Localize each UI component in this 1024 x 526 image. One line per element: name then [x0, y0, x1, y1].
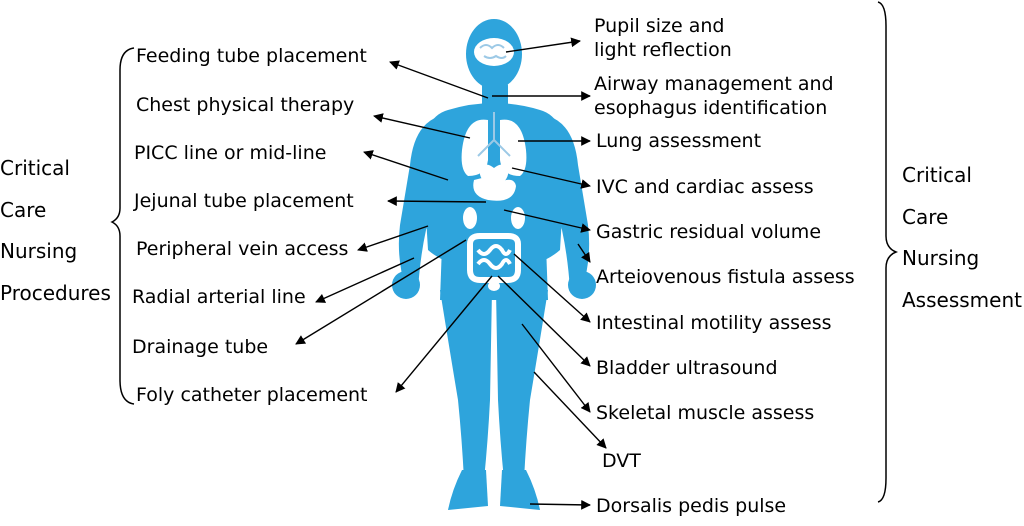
intestines-icon [467, 233, 521, 283]
right-group-title: Critical Care Nursing Assessment [902, 155, 1022, 321]
procedure-label: Chest physical therapy [136, 94, 355, 116]
left-group-line: Care [0, 197, 47, 222]
stomach-icon [473, 178, 516, 201]
procedure-label: Radial arterial line [132, 286, 306, 308]
lungs-icon [461, 112, 527, 176]
assessment-label: Dorsalis pedis pulse [596, 495, 787, 517]
left-group-line: Critical [0, 156, 70, 180]
left-group-line: Nursing [0, 239, 78, 263]
right-group-line: Nursing [902, 246, 980, 270]
right-group-line: Assessment [902, 287, 1022, 312]
procedure-label: Foly catheter placement [136, 384, 368, 406]
assessment-label: Airway management and esophagus identifi… [594, 73, 834, 119]
assessment-label: Arteiovenous fistula assess [596, 266, 855, 288]
assessment-label: Skeletal muscle assess [596, 402, 815, 424]
right-brace [877, 1, 899, 503]
procedure-label: Peripheral vein access [136, 238, 349, 260]
left-brace [110, 47, 135, 405]
assessment-label: Bladder ultrasound [596, 357, 778, 379]
procedure-label: Jejunal tube placement [134, 190, 354, 212]
assessment-label: DVT [602, 450, 641, 472]
left-group-line: Procedures [0, 280, 111, 305]
assessment-label: Lung assessment [596, 130, 762, 152]
brain-icon [474, 38, 514, 66]
assessment-label: Gastric residual volume [596, 221, 822, 243]
left-group-title: Critical Care Nursing Procedures [0, 148, 111, 314]
right-group-line: Critical [902, 163, 972, 187]
right-group-line: Care [902, 204, 949, 229]
procedure-label: Drainage tube [132, 336, 269, 358]
bladder-icon [488, 281, 500, 291]
human-body-silhouette [392, 19, 596, 510]
assessment-label: IVC and cardiac assess [596, 176, 814, 198]
assessment-label: Pupil size and light reflection [594, 15, 732, 61]
right-connectors [492, 37, 607, 510]
left-connectors [295, 60, 493, 393]
procedure-label: PICC line or mid-line [134, 142, 327, 164]
assessment-label: Intestinal motility assess [596, 312, 832, 334]
procedure-label: Feeding tube placement [136, 45, 367, 67]
